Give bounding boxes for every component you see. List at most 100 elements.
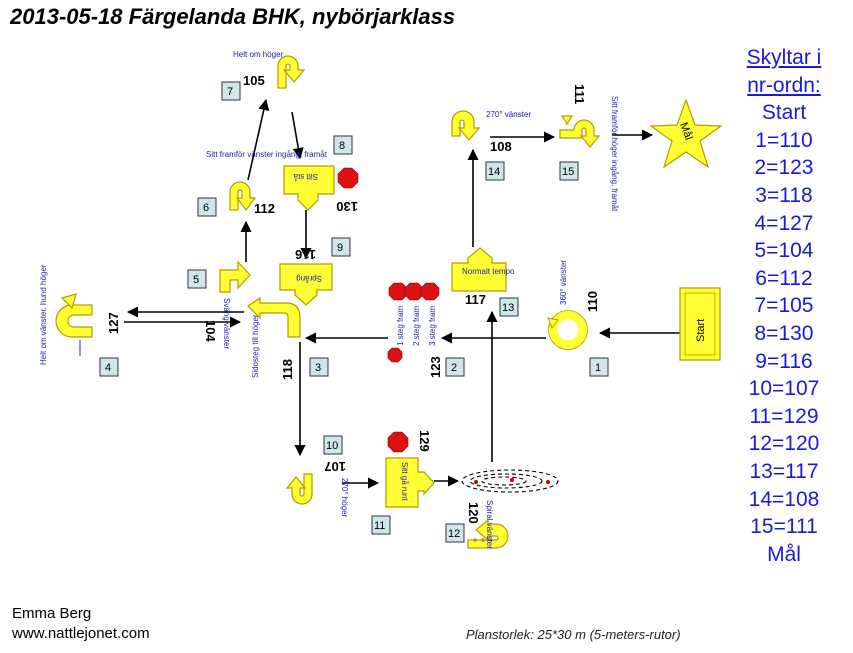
station-number: 10 [326, 440, 338, 452]
sign-label: 3 steg fram [428, 306, 437, 346]
sign-code: 107 [324, 459, 346, 474]
legend-item: 1=110 [755, 128, 813, 152]
station-number-box [197, 197, 217, 217]
station-number: 2 [451, 362, 457, 374]
station-6: Sitt framför vänster ingång, framåt 112 … [197, 150, 328, 217]
sign-code: 129 [417, 430, 432, 452]
legend-item: 11=129 [749, 404, 819, 428]
station-11: Sitt gå runt 129 11 [371, 430, 435, 535]
station-13: Normalt tempo 117 13 [451, 247, 519, 317]
legend-item: 6=112 [755, 266, 813, 290]
sign-label: Helt om höger [233, 50, 284, 59]
finish-label: Mål [677, 121, 694, 142]
sign-code: 117 [465, 292, 486, 307]
station-number-box [333, 135, 353, 155]
station-number-box [499, 297, 519, 317]
sign-code: 108 [490, 139, 512, 154]
legend-item: 4=127 [754, 211, 814, 235]
star-icon [649, 98, 723, 169]
sign-code: 112 [254, 201, 275, 216]
legend-item: 8=130 [754, 321, 814, 345]
sit-stand-sign [283, 165, 335, 211]
start-label: Start [695, 319, 707, 342]
plan-size-note: Planstorlek: 25*30 m (5-meters-rutor) [466, 627, 681, 642]
station-10: 107 270° höger 10 [285, 435, 349, 518]
sign-code: 116 [295, 247, 316, 262]
sign-code: 118 [280, 359, 295, 380]
start-sign-plate [679, 287, 721, 361]
sign-label: Normalt tempo [462, 267, 515, 276]
station-14: 270° vänster 108 14 [451, 110, 531, 181]
legend-item: 9=116 [755, 349, 813, 373]
cone [510, 478, 514, 482]
spiral-icon [467, 518, 509, 549]
sit-walk-around-sign [385, 457, 435, 508]
station-number: 12 [448, 528, 460, 540]
route-lines [124, 98, 680, 489]
station-number-box [445, 523, 465, 543]
sign-label: Sidosteg till höger [251, 314, 260, 378]
legend-header-line2: nr-ordn: [747, 73, 821, 97]
start-sign: Start [679, 287, 721, 361]
sign-code: 111 [572, 84, 587, 104]
station-number-box [323, 435, 343, 455]
legend-item: 12=120 [748, 432, 820, 456]
station-number-box [371, 515, 391, 535]
sign-label: Sitt framför höger ingång, framåt [610, 96, 619, 212]
station-number: 5 [193, 274, 199, 286]
sign-label: 2 steg fram [412, 306, 421, 346]
legend-item: Mål [767, 542, 801, 566]
station-number: 15 [562, 166, 574, 178]
sign-label: 270° höger [340, 478, 349, 518]
station-12: 120 Spiral vänster 12 [445, 469, 559, 549]
sign-label: 1 steg fram [396, 306, 405, 346]
station-15: 111 Sitt framför höger ingång, framåt 15 [559, 84, 619, 212]
legend-item: 10=107 [748, 377, 820, 401]
station-number-box [485, 161, 505, 181]
circle-arrow-icon [548, 310, 588, 350]
legend-item: 2=123 [754, 156, 814, 180]
sign-code: 105 [243, 73, 265, 88]
station-number: 13 [502, 302, 514, 314]
sign-code: 127 [106, 312, 121, 334]
legend-item: 15=111 [750, 515, 818, 539]
station-number-box [559, 161, 579, 181]
sign-order-legend: Skyltar i nr-ordn: Start 1=110 2=123 3=1… [728, 44, 840, 568]
station-number-box [99, 357, 119, 377]
station-number: 8 [339, 140, 345, 152]
station-7: Helt om höger 105 7 [221, 50, 306, 101]
sign-code: 130 [336, 199, 358, 214]
route-arrow [291, 111, 304, 160]
station-4: Helt om vänster, hund höger 127 4 [39, 264, 121, 377]
sign-label: Sitt framför vänster ingång, framåt [206, 150, 328, 159]
turn-270-icon [285, 473, 313, 505]
station-number: 9 [337, 242, 343, 254]
author-block: Emma Berg www.nattlejonet.com [12, 604, 150, 644]
author-name: Emma Berg [12, 605, 92, 622]
station-3: Sidosteg till höger 118 3 [247, 296, 329, 380]
station-number: 3 [315, 362, 321, 374]
station-number-box [589, 357, 609, 377]
front-sit-icon [229, 181, 257, 211]
sign-label: Sitt gå runt [400, 462, 409, 501]
legend-item: 14=108 [748, 487, 820, 511]
run-pace-sign [279, 263, 333, 306]
legend-item: 13=117 [749, 459, 819, 483]
sign-label: Sväng vänster [222, 298, 231, 349]
sign-label: 270° vänster [486, 110, 531, 119]
side-step-arrow-icon [247, 296, 301, 338]
finish-sign: Mål [649, 98, 723, 169]
station-number-box [445, 357, 465, 377]
route-arrow [247, 98, 270, 181]
sign-code: 123 [428, 356, 443, 378]
station-9: Språng 116 9 [279, 237, 351, 306]
website[interactable]: www.nattlejonet.com [12, 625, 150, 642]
station-2: 1 steg fram 2 steg fram 3 steg fram 123 … [387, 282, 465, 378]
legend-item: 5=104 [754, 239, 814, 263]
spiral-path [461, 469, 559, 493]
sign-label: Helt om vänster, hund höger [39, 264, 48, 365]
station-number-box [331, 237, 351, 257]
front-sit-icon [559, 119, 601, 148]
page-title: 2013-05-18 Färgelanda BHK, nybörjarklass [10, 4, 456, 29]
